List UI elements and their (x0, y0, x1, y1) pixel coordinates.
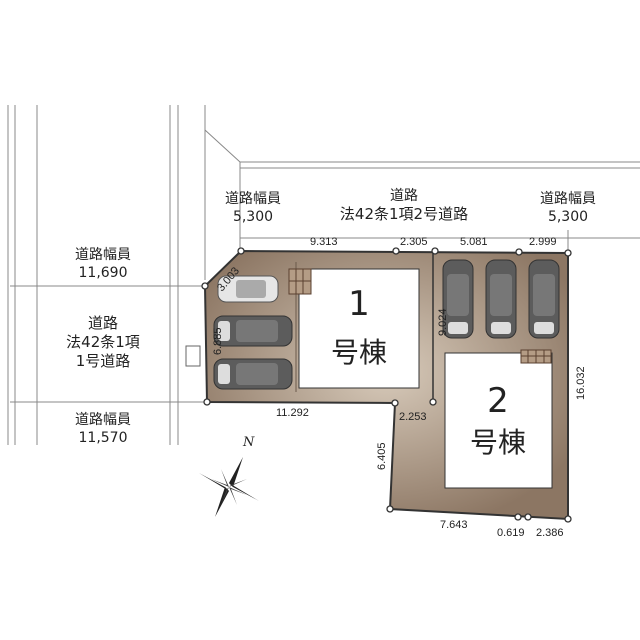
dim-top-1: 9.313 (310, 236, 338, 248)
road-label: 道路 (88, 314, 118, 332)
road-label: 道路 (390, 188, 418, 204)
car-icon (528, 259, 560, 339)
road-width-label: 道路幅員 (75, 412, 131, 428)
dim-lot1-bottom: 11.292 (276, 407, 309, 419)
dim-parking2: 9.024 (437, 308, 449, 336)
road-lines (7, 105, 640, 445)
dim-right: 16.032 (575, 366, 587, 400)
road-width-value: 5,300 (548, 209, 588, 225)
dim-top-4: 2.999 (529, 236, 557, 248)
dim-top-2: 2.305 (400, 236, 428, 248)
road-type: 法42条1項2号道路 (340, 205, 468, 223)
road-width-label: 道路幅員 (225, 191, 281, 207)
dim-lot1-left: 6.885 (212, 327, 224, 355)
road-width-label: 道路幅員 (75, 247, 131, 263)
road-width-value: 5,300 (233, 209, 273, 225)
dim-bottom-2: 0.619 (497, 527, 525, 539)
road-width-label: 道路幅員 (540, 191, 596, 207)
dim-bottom-1: 7.643 (440, 519, 468, 531)
gate (185, 345, 201, 367)
survey-points (201, 247, 572, 523)
road-type: 法42条1項 (66, 333, 140, 351)
road-width-value: 11,690 (79, 265, 128, 281)
road-type: 1号道路 (76, 352, 131, 370)
building-1 (298, 268, 420, 389)
car-icon (485, 259, 517, 339)
compass-icon (199, 457, 259, 517)
entrance-grid-2 (520, 349, 552, 364)
building-2 (444, 352, 553, 489)
dim-lot2-left: 6.405 (376, 442, 388, 470)
car-icon (213, 315, 293, 347)
road-width-value: 11,570 (79, 430, 128, 446)
car-icon (213, 358, 293, 390)
building-2-suffix: 号棟 (470, 426, 526, 459)
building-1-number: 1 (348, 284, 370, 324)
dim-top-3: 5.081 (460, 236, 488, 248)
dim-bottom-3: 2.386 (536, 527, 564, 539)
building-2-number: 2 (487, 381, 509, 421)
building-1-suffix: 号棟 (331, 336, 387, 369)
compass-north-label: N (242, 435, 255, 450)
car-icon (217, 275, 279, 303)
dim-step: 2.253 (399, 411, 427, 423)
entrance-grid-1 (288, 268, 312, 295)
